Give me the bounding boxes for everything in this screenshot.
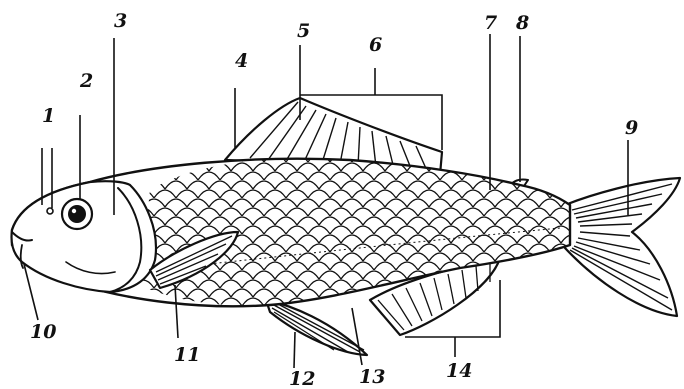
label-1: 1 [42,105,55,127]
label-2: 2 [79,70,93,92]
label-8: 8 [515,12,529,34]
label-3: 3 [114,10,127,32]
label-14: 14 [446,360,472,382]
label-9: 9 [625,117,638,139]
label-4: 4 [235,50,248,72]
label-6: 6 [369,34,382,56]
label-12: 12 [289,368,315,389]
label-10: 10 [30,321,56,343]
label-7: 7 [484,12,497,34]
caudal-fin [565,178,680,316]
fish-head [11,181,155,292]
label-11: 11 [174,344,200,366]
label-5: 5 [297,20,310,42]
label-13: 13 [359,366,385,388]
